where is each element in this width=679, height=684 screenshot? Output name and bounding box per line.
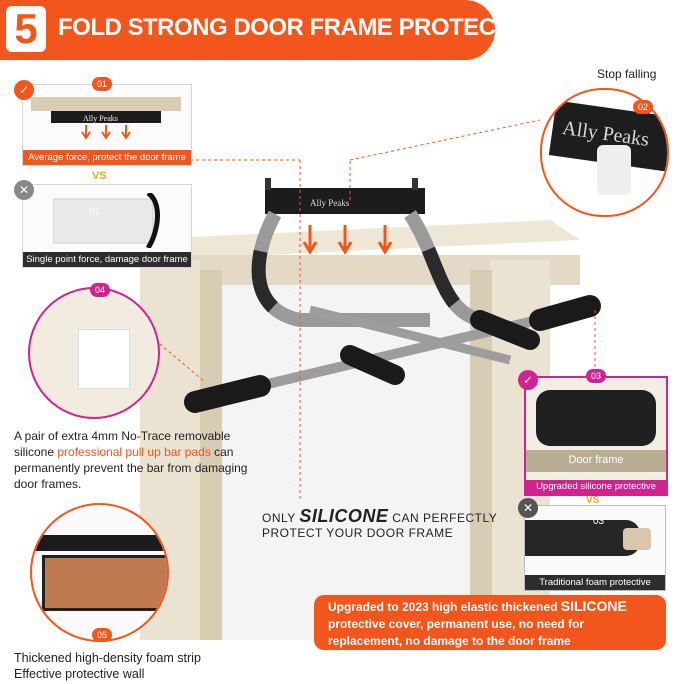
check-icon: ✓ — [14, 80, 34, 100]
panel-05-badge: 05 — [92, 628, 112, 642]
panel-03-good: Door frame Upgraded silicone protective — [524, 376, 668, 496]
panel-bad-caption: Single point force, damage door frame — [23, 252, 191, 267]
panel-single-point: 01 Single point force, damage door frame — [22, 184, 192, 268]
torn-foam — [623, 528, 651, 550]
banner-highlight: SILICONE — [560, 598, 627, 614]
banner-line3: replacement, no damage to the door frame — [328, 634, 571, 648]
panel-03-bad-badge: 03 — [593, 516, 605, 527]
single-point-diagram — [53, 193, 160, 248]
panel-04-text-before: A pair of extra 4mm No-Trace removable s… — [14, 429, 231, 459]
panel-bad-badge: 01 — [89, 207, 101, 218]
panel-04-text-after: can permanently prevent the bar from dam… — [14, 445, 248, 491]
silicone-cover — [536, 390, 656, 446]
panel-03-badge: 03 — [586, 369, 606, 383]
header-number: 5 — [6, 6, 46, 52]
bar-brand-text: Ally Peaks — [310, 198, 350, 208]
door-frame-label: Door frame — [568, 454, 624, 466]
banner-line2: protective cover, permanent use, no need… — [328, 617, 585, 631]
cross-icon-03: ✕ — [518, 498, 538, 518]
pull-up-bar-illustration: Ally Peaks — [184, 178, 601, 413]
banner-line1: Upgraded to 2023 high elastic thickened … — [328, 598, 666, 616]
stop-cap — [597, 145, 631, 195]
foam-strip-top — [32, 535, 167, 551]
header-title: FOLD STRONG DOOR FRAME PROTECTION — [58, 14, 551, 41]
tagline-highlight: SILICONE — [299, 506, 389, 526]
foam-cover — [525, 520, 640, 556]
panel-05-circle — [30, 503, 169, 642]
panel-01-caption: Average force, protect the door frame — [23, 150, 191, 165]
panel-02-badge: 02 — [633, 100, 653, 114]
even-force-diagram: Ally Peaks — [31, 97, 181, 140]
panel-01-badge: 01 — [92, 77, 112, 91]
foam-strip — [42, 555, 167, 611]
panel-04-text: A pair of extra 4mm No-Trace removable s… — [14, 428, 259, 492]
door-frame-strip — [526, 450, 666, 472]
panel-03-caption: Upgraded silicone protective — [526, 480, 666, 494]
header-banner — [0, 0, 495, 60]
panel-03-bad-caption: Traditional foam protective — [525, 575, 665, 590]
panel-04-badge: 04 — [90, 283, 110, 297]
vs-label-03: VS — [586, 495, 600, 506]
silicone-tagline-line1: ONLY SILICONE CAN PERFECTLY — [262, 506, 497, 527]
silicone-pad — [78, 329, 130, 389]
panel-04-highlight: professional pull up bar pads — [57, 445, 211, 459]
bottom-banner: Upgraded to 2023 high elastic thickened … — [314, 595, 666, 650]
leader-lines — [154, 119, 596, 500]
diagram-brand-text: Ally Peaks — [83, 114, 118, 123]
panel-04-circle — [28, 287, 160, 419]
vs-label: VS — [92, 170, 107, 182]
panel-03-bad: 03 Traditional foam protective — [524, 505, 666, 591]
tagline-line2: PROTECT YOUR DOOR FRAME — [262, 526, 454, 540]
panel-even-force: Ally Peaks Average force, protect the do… — [22, 84, 192, 166]
banner-line1-text: Upgraded to 2023 high elastic thickened — [328, 600, 561, 614]
tagline-prefix: ONLY — [262, 511, 296, 525]
panel-05-text: Thickened high-density foam strip Effect… — [14, 651, 201, 681]
stop-falling-label: Stop falling — [597, 67, 657, 81]
tagline-suffix: CAN PERFECTLY — [392, 511, 498, 525]
check-icon-03: ✓ — [518, 370, 538, 390]
cross-icon: ✕ — [14, 180, 34, 200]
